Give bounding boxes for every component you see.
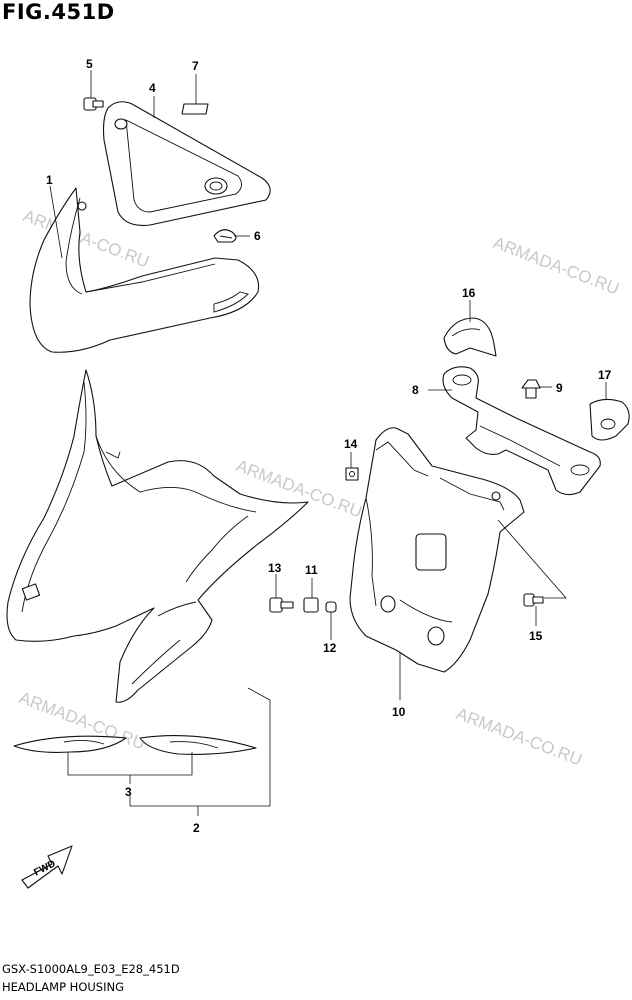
callout-3: 3 xyxy=(125,785,132,799)
fwd-arrow-icon: FWD xyxy=(21,845,73,889)
figure-code: GSX-S1000AL9_E03_E28_451D xyxy=(2,962,180,976)
part-1-front-cover xyxy=(29,187,260,353)
part-14-nut xyxy=(345,467,359,481)
part-2-side-cowl xyxy=(6,369,309,703)
callout-2: 2 xyxy=(193,821,200,835)
callout-11: 11 xyxy=(305,563,318,577)
part-15-bolt xyxy=(523,593,544,607)
watermark: ARMADA-CO.RU xyxy=(454,704,585,769)
callout-9: 9 xyxy=(556,381,563,395)
part-8-stay xyxy=(442,366,601,496)
callout-labels: 1 2 3 4 5 6 7 8 9 10 11 12 13 14 15 16 1… xyxy=(46,57,612,835)
callout-15: 15 xyxy=(529,629,543,643)
callout-13: 13 xyxy=(268,561,282,575)
part-4-meter-cover xyxy=(102,101,271,227)
part-13-bolt xyxy=(269,597,294,613)
part-16-bracket xyxy=(443,317,497,357)
part-5-bolt xyxy=(83,97,104,111)
figure-name: HEADLAMP HOUSING xyxy=(2,980,125,994)
part-17-bracket xyxy=(589,398,630,441)
part-3-emblems xyxy=(13,735,257,755)
callout-8: 8 xyxy=(412,383,419,397)
callout-10: 10 xyxy=(392,705,406,719)
callout-6: 6 xyxy=(254,229,261,243)
part-10-headlamp-bracket xyxy=(349,427,525,673)
part-7-label xyxy=(181,103,209,115)
watermark: ARMADA-CO.RU xyxy=(491,233,622,298)
callout-16: 16 xyxy=(462,286,476,300)
callout-5: 5 xyxy=(86,57,93,71)
part-6-clip xyxy=(213,229,237,243)
callout-7: 7 xyxy=(192,59,199,73)
callout-17: 17 xyxy=(598,368,612,382)
callout-1: 1 xyxy=(46,173,53,187)
callout-12: 12 xyxy=(323,641,337,655)
part-9-grommet xyxy=(521,379,541,399)
part-11-cushion xyxy=(303,597,319,613)
leader-lines xyxy=(49,70,607,816)
part-12-collar xyxy=(325,601,337,613)
figure-title: FIG.451D xyxy=(2,0,115,24)
callout-4: 4 xyxy=(149,81,156,95)
callout-14: 14 xyxy=(344,437,358,451)
